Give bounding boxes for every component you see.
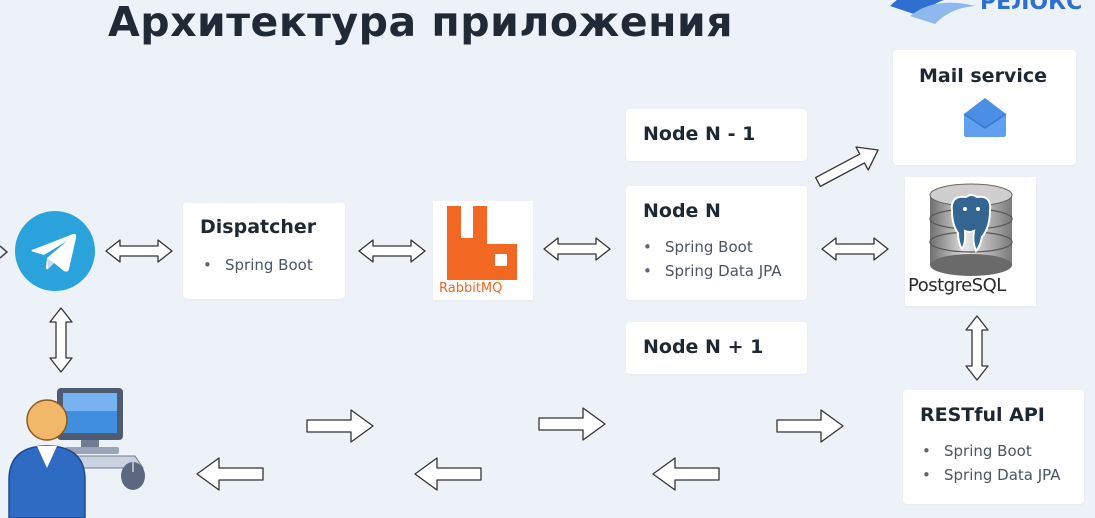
mail-service-card[interactable]: Mail service [893,50,1076,165]
double-arrow-icon [358,239,426,263]
list-item: Spring Boot [922,439,1061,463]
dispatcher-features: Spring Boot [203,253,313,277]
telegram-logo-icon[interactable] [15,211,95,291]
postgresql-label: PostgreSQL [908,275,1006,296]
node-n-card[interactable]: Node N Spring Boot Spring Data JPA [626,186,807,300]
left-arrow-icon [196,457,264,491]
double-arrow-icon [821,237,889,261]
right-arrow-icon [776,409,844,443]
left-arrow-icon [414,457,482,491]
postgresql-card[interactable]: PostgreSQL [905,177,1036,306]
rabbitmq-logo-icon [447,206,517,280]
dispatcher-title: Dispatcher [200,216,317,238]
node-n-title: Node N [643,200,721,222]
right-arrow-icon [306,409,374,443]
brand-logo-icon [890,0,975,24]
vertical-double-arrow-icon [49,307,73,373]
page-title: Архитектура приложения [108,0,734,46]
diagonal-arrow-icon [814,146,879,188]
restful-api-card[interactable]: RESTful API Spring Boot Spring Data JPA [903,390,1084,504]
restful-api-title: RESTful API [920,404,1045,426]
postgresql-logo-icon [929,183,1013,276]
user-computer-icon[interactable] [5,384,155,518]
list-item: Spring Data JPA [643,259,782,283]
rabbitmq-label: RabbitMQ [439,281,503,296]
dispatcher-card[interactable]: Dispatcher Spring Boot [183,203,345,299]
list-item: Spring Boot [643,235,782,259]
list-item: Spring Boot [203,253,313,277]
left-arrow-icon [652,457,720,491]
node-next-title: Node N + 1 [643,336,764,358]
mail-envelope-icon [963,98,1007,137]
list-item: Spring Data JPA [922,463,1061,487]
mail-service-title: Mail service [919,65,1047,87]
node-prev-title: Node N - 1 [643,123,756,145]
vertical-double-arrow-icon [965,315,989,381]
node-next-card[interactable]: Node N + 1 [626,322,807,374]
double-arrow-icon [105,239,173,263]
brand-name: РЕЛОКС [980,0,1083,15]
restful-api-features: Spring Boot Spring Data JPA [922,439,1061,487]
double-arrow-icon [543,237,611,261]
node-prev-card[interactable]: Node N - 1 [626,109,807,161]
edge-arrow-icon [0,245,9,259]
right-arrow-icon [538,407,606,441]
node-n-features: Spring Boot Spring Data JPA [643,235,782,283]
rabbitmq-card[interactable]: RabbitMQ [433,201,533,300]
